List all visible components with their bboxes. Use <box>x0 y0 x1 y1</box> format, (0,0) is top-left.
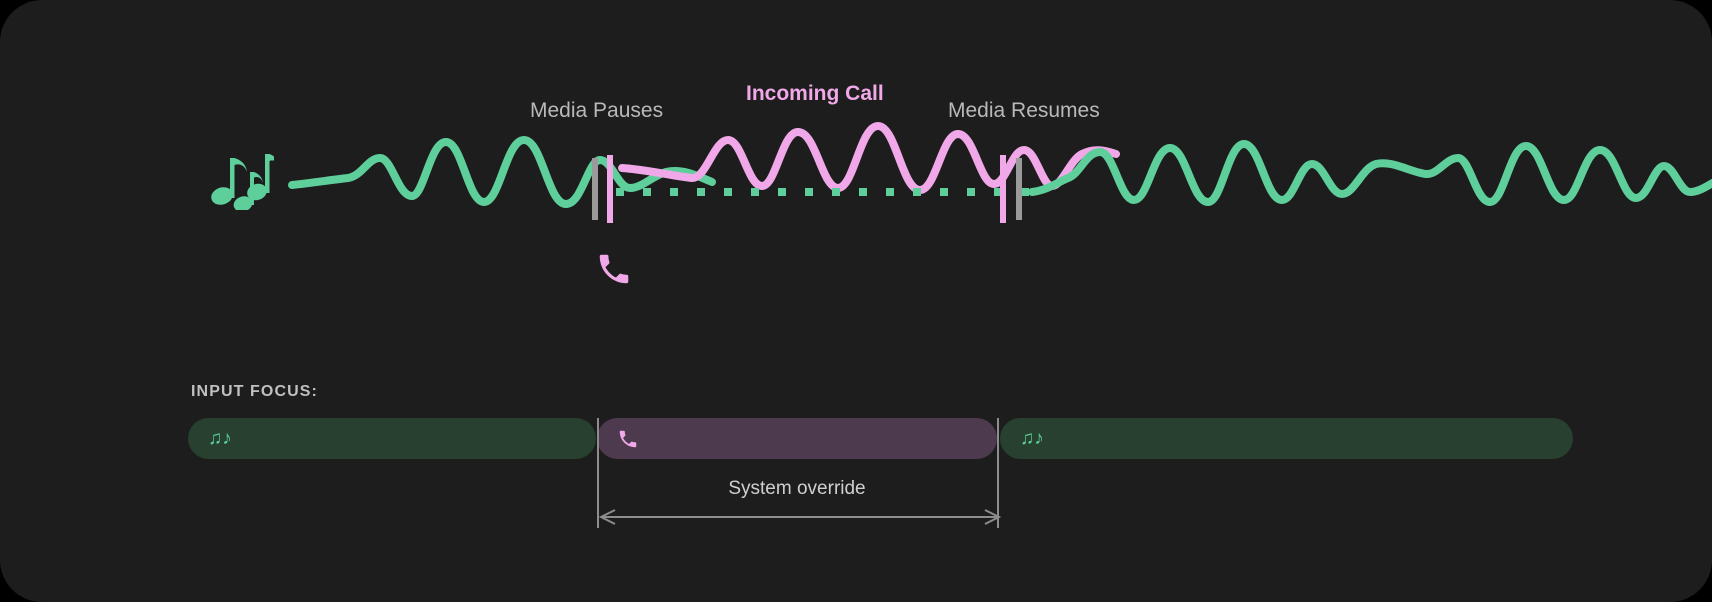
focus-track-media-after[interactable]: ♫♪ <box>1000 418 1573 459</box>
focus-track-call[interactable] <box>597 418 997 459</box>
waveform-media-after <box>1028 140 1712 206</box>
waveform-media-before <box>288 136 716 208</box>
music-notes-icon: ♫♪ <box>1020 428 1044 449</box>
focus-track-media-before[interactable]: ♫♪ <box>188 418 596 459</box>
phone-icon <box>619 430 637 447</box>
music-notes-icon <box>211 154 274 210</box>
label-incoming-call: Incoming Call <box>746 82 884 105</box>
resume-marker-pink <box>1000 155 1006 223</box>
override-guide-right <box>997 418 999 528</box>
override-span-arrow <box>598 509 1002 525</box>
pause-marker-gray <box>592 158 598 220</box>
override-guide-left <box>597 418 599 528</box>
waveform-canvas <box>288 122 1712 223</box>
system-override-label: System override <box>728 478 866 499</box>
phone-icon <box>599 254 629 284</box>
label-media-resumes: Media Resumes <box>948 99 1100 122</box>
pause-marker-pink <box>607 155 613 223</box>
media-suppressed-dots <box>616 188 1029 196</box>
timeline-region: Media Pauses Incoming Call Media Resumes <box>211 82 1712 284</box>
label-media-pauses: Media Pauses <box>530 99 664 122</box>
resume-marker-gray <box>1016 158 1022 220</box>
waveform-incoming-call <box>618 122 1120 194</box>
input-focus-heading: INPUT FOCUS: <box>191 383 318 400</box>
music-notes-icon: ♫♪ <box>208 428 232 449</box>
